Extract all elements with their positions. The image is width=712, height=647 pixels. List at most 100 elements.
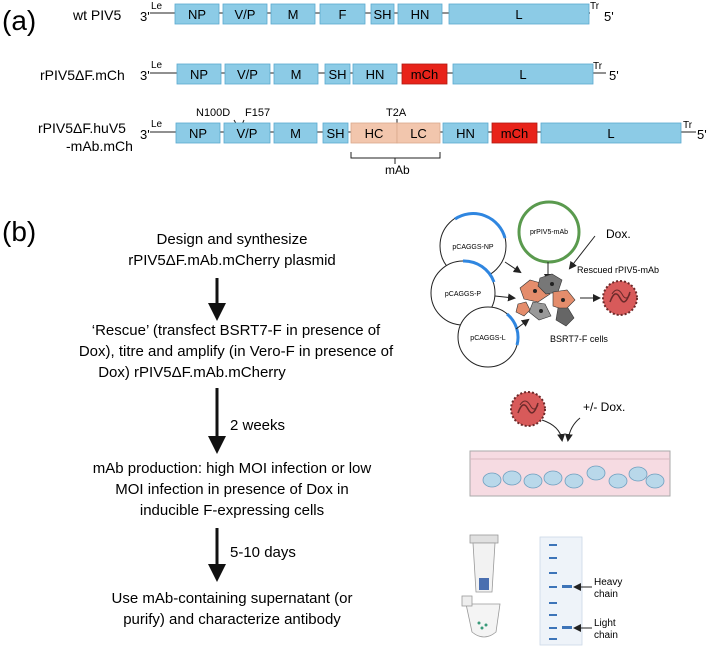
mutation-f157-label: F157 <box>245 107 270 119</box>
gene-box-mch: mCh <box>491 122 538 144</box>
step-text-line: Design and synthesize <box>157 231 308 248</box>
plasmid-label: pCAGGS-NP <box>452 244 494 251</box>
gene-label: LC <box>410 126 427 141</box>
gene-label: M <box>288 7 299 22</box>
gene-label: HN <box>366 67 385 82</box>
step-1: Design and synthesize rPIV5ΔF.mAb.mCherr… <box>128 231 336 269</box>
panel-a-label: (a) <box>2 5 36 36</box>
gene-box-hn: HN <box>397 3 443 25</box>
trailer-label: Tr <box>593 61 603 72</box>
construct-wt-piv5: wt PIV5 3' Le NP V/P M F SH HN L Tr 5' <box>72 1 614 25</box>
gene-box-l: L <box>448 3 590 25</box>
gene-box-v-p: V/P <box>222 3 268 25</box>
step-2: ‘Rescue’ (transfect BSRT7-F in presence … <box>79 322 394 381</box>
culture-dish-illustration: +/- Dox. <box>469 391 671 497</box>
transfection-arrows <box>494 235 601 330</box>
workflow-steps: Design and synthesize rPIV5ΔF.mAb.mCherr… <box>79 231 394 628</box>
mutation-n100d-label: N100D <box>196 107 230 119</box>
dox-label: Dox. <box>606 227 631 241</box>
step-text-line: rPIV5ΔF.mAb.mCherry plasmid <box>128 252 336 269</box>
gene-label: M <box>290 126 301 141</box>
construct-name: rPIV5ΔF.mCh <box>40 67 125 83</box>
gene-label: mCh <box>411 67 438 82</box>
gene-box-lc: LC <box>396 122 441 144</box>
leader-label: Le <box>151 119 163 130</box>
virus-particle <box>510 391 546 427</box>
gene-box-np: NP <box>176 63 222 85</box>
gene-box-np: NP <box>174 3 220 25</box>
light-label-2: chain <box>594 630 618 641</box>
light-chain-band <box>562 626 572 629</box>
trailer-label: Tr <box>683 120 693 131</box>
t2a-label: T2A <box>386 107 407 119</box>
mab-bracket <box>350 152 441 164</box>
gene-box-m: M <box>273 122 318 144</box>
gene-box-hn: HN <box>442 122 489 144</box>
gene-label: L <box>519 67 526 82</box>
gene-label: F <box>339 7 347 22</box>
dish-cells <box>482 465 665 489</box>
gene-label: HN <box>411 7 430 22</box>
construct-rpiv5-mab-mch: rPIV5ΔF.huV5 -mAb.mCh 3' Le N100D F157 T… <box>38 107 707 177</box>
arrow-label-5-10-days: 5-10 days <box>230 544 296 561</box>
end-3prime: 3' <box>140 9 150 24</box>
panel-b-label: (b) <box>2 216 36 247</box>
gene-label: SH <box>373 7 391 22</box>
cells-label: BSRT7-F cells <box>550 334 608 344</box>
construct-rpiv5-mch: rPIV5ΔF.mCh 3' Le NP V/P M SH HN mCh L Tr 5' <box>40 60 619 85</box>
step-text-line: Use mAb-containing supernatant (or <box>112 590 353 607</box>
step-3: mAb production: high MOI infection or lo… <box>93 460 372 519</box>
leader-label: Le <box>151 1 163 12</box>
gene-label: V/P <box>237 126 258 141</box>
gene-label: L <box>607 126 614 141</box>
gene-label: V/P <box>237 67 258 82</box>
gene-label: SH <box>326 126 344 141</box>
step-text-line: purify) and characterize antibody <box>123 611 341 628</box>
gene-box-hc: HC <box>350 122 398 144</box>
plasmid-label: prPIV5-mAb <box>530 229 568 236</box>
heavy-chain-band <box>562 585 572 588</box>
arrow-label-2-weeks: 2 weeks <box>230 417 285 434</box>
virus-arrow <box>541 419 566 442</box>
gene-label: NP <box>188 7 206 22</box>
step-text-line: Dox), titre and amplify (in Vero-F in pr… <box>79 343 394 360</box>
bsrt7-cells <box>515 273 576 327</box>
dox-label: +/- Dox. <box>583 400 625 414</box>
gene-box-m: M <box>273 63 319 85</box>
gene-box-v-p: V/P <box>223 122 271 144</box>
construct-name: wt PIV5 <box>72 7 121 23</box>
gene-box-hn: HN <box>352 63 398 85</box>
step-text-line: Dox) rPIV5ΔF.mAb.mCherry <box>98 364 286 381</box>
plasmid-pcaggs-l: pCAGGS-L <box>457 306 520 368</box>
gene-box-l: L <box>540 122 682 144</box>
gene-box-sh: SH <box>370 3 395 25</box>
leader-label: Le <box>151 60 163 71</box>
gene-box-np: NP <box>175 122 221 144</box>
plasmid-prpiv5-mab: prPIV5-mAb <box>517 200 581 264</box>
gel <box>539 536 583 646</box>
gene-label: NP <box>189 126 207 141</box>
gene-label: NP <box>190 67 208 82</box>
step-text-line: inducible F-expressing cells <box>140 502 324 519</box>
gene-label: HC <box>365 126 384 141</box>
light-label: Light <box>594 618 616 629</box>
gene-box-f: F <box>319 3 366 25</box>
gene-box-l: L <box>452 63 594 85</box>
rescued-label: Rescued rPIV5-mAb <box>577 265 659 275</box>
end-5prime: 5' <box>604 9 614 24</box>
step-4: Use mAb-containing supernatant (or purif… <box>112 590 353 628</box>
gene-box-mch: mCh <box>401 63 448 85</box>
end-5prime: 5' <box>609 68 619 83</box>
dox-arrow <box>564 417 581 442</box>
rescue-illustration: pCAGGS-NP prPIV5-mAb pCAGGS-P pCAGGS-L D… <box>430 200 659 368</box>
gene-label: M <box>291 67 302 82</box>
rescued-virus <box>602 280 638 316</box>
gene-box-sh: SH <box>324 63 351 85</box>
trailer-label: Tr <box>590 1 600 12</box>
gene-label: mCh <box>501 126 528 141</box>
gene-box-sh: SH <box>322 122 349 144</box>
construct-name-line1: rPIV5ΔF.huV5 <box>38 120 126 136</box>
end-3prime: 3' <box>140 68 150 83</box>
gene-label: HN <box>456 126 475 141</box>
